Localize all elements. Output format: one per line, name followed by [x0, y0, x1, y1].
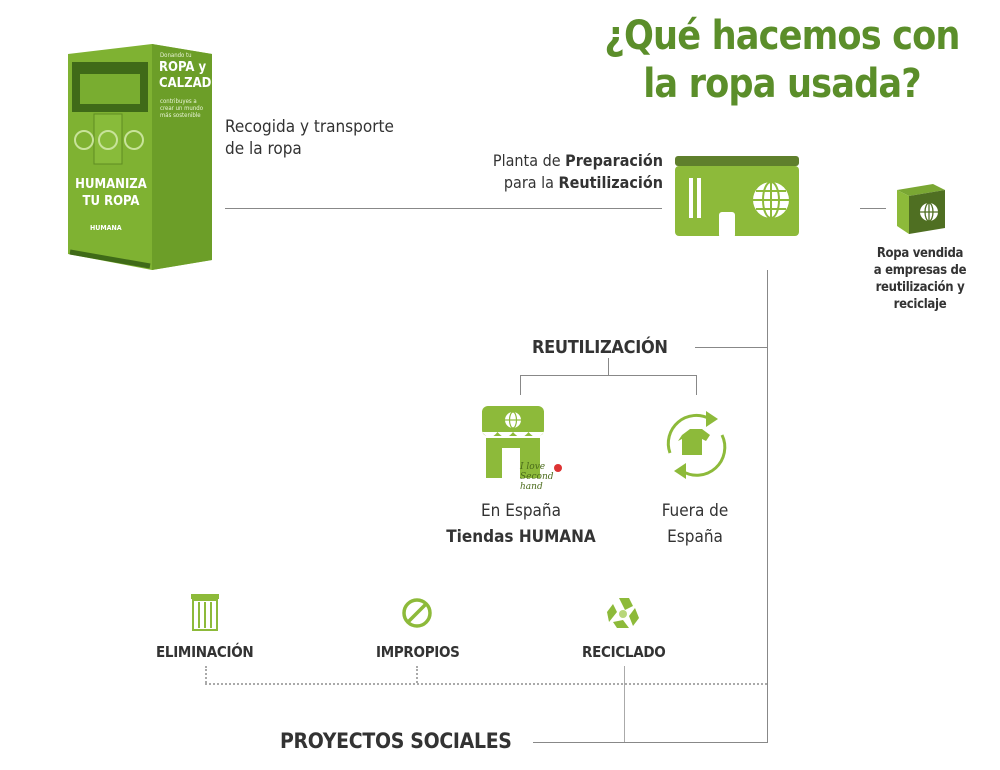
- sold-line-1: Ropa vendida: [876, 246, 964, 261]
- collection-line-1: Recogida y transporte: [225, 117, 394, 137]
- bracket-stem: [608, 358, 609, 375]
- abroad-line-2: España: [667, 527, 723, 547]
- box-globe-icon: [893, 180, 949, 240]
- container-front-2: TU ROPA: [82, 194, 140, 209]
- plant-building-icon: [675, 156, 799, 242]
- spain-line-1: En España: [481, 501, 561, 521]
- container-side-big-1: ROPA y: [159, 60, 207, 75]
- reuse-cycle-shirt-icon: [660, 405, 732, 489]
- plant-line-2-pre: para la: [503, 173, 559, 192]
- container-side-small: Donando tu: [160, 52, 192, 59]
- sold-line-3: reutilización y: [875, 280, 965, 295]
- reuse-heading: REUTILIZACIÓN: [532, 337, 668, 358]
- elimination-label: ELIMINACIÓN: [156, 643, 254, 661]
- spain-line-2: Tiendas HUMANA: [446, 527, 596, 547]
- connector-box: [860, 208, 886, 209]
- improper-label: IMPROPIOS: [376, 643, 460, 661]
- recycle-icon: [605, 596, 641, 636]
- recycling-label: RECICLADO: [582, 643, 666, 661]
- dotted-connector: [205, 683, 767, 685]
- connector-recycling: [624, 666, 625, 743]
- container-front-text: HUMANIZA TU ROPA: [74, 176, 148, 210]
- plant-label: Planta de Preparación para la Reutilizac…: [493, 150, 663, 194]
- title-line-2: la ropa usada?: [643, 61, 923, 107]
- spain-label: En España Tiendas HUMANA: [437, 498, 605, 550]
- abroad-label: Fuera de España: [640, 498, 750, 550]
- title-line-1: ¿Qué hacemos con: [604, 13, 961, 59]
- bracket-left: [520, 375, 521, 395]
- page-title: ¿Qué hacemos con la ropa usada?: [604, 12, 961, 108]
- plant-line-1-pre: Planta de: [492, 151, 566, 170]
- connector-main-vertical: [767, 270, 768, 743]
- sold-label: Ropa vendida a empresas de reutilización…: [860, 245, 980, 313]
- plant-line-2-bold: Reutilización: [558, 173, 663, 192]
- bracket-right: [696, 375, 697, 395]
- dotted-tick-elimination: [205, 666, 207, 683]
- dotted-tick-improper: [416, 666, 418, 683]
- plant-line-1-bold: Preparación: [565, 151, 663, 170]
- sold-line-2: a empresas de: [873, 263, 967, 278]
- container-front-1: HUMANIZA: [75, 177, 147, 192]
- connector-social: [533, 742, 768, 743]
- container-side-big: ROPA y CALZADO: [159, 60, 221, 92]
- second-hand-badge: I love Second hand: [520, 462, 554, 492]
- abroad-line-1: Fuera de: [661, 501, 729, 521]
- trash-icon: [190, 592, 220, 636]
- shop-icon: I love Second hand: [480, 406, 566, 492]
- container-side-text: contribuyes a crear un mundo más sosteni…: [160, 98, 204, 119]
- bracket-bar: [520, 375, 697, 376]
- container-side-big-2: CALZADO: [159, 76, 222, 91]
- prohibited-icon: [401, 597, 433, 633]
- collection-line-2: de la ropa: [225, 139, 302, 159]
- sold-line-4: reciclaje: [893, 297, 947, 312]
- container-brand: HUMANA: [90, 224, 122, 232]
- social-projects-heading: PROYECTOS SOCIALES: [280, 729, 512, 753]
- collection-label: Recogida y transporte de la ropa: [225, 116, 394, 160]
- clothing-container-image: Donando tu ROPA y CALZADO contribuyes a …: [62, 40, 221, 272]
- connector-collection-plant: [225, 208, 662, 209]
- connector-reuse: [695, 347, 767, 348]
